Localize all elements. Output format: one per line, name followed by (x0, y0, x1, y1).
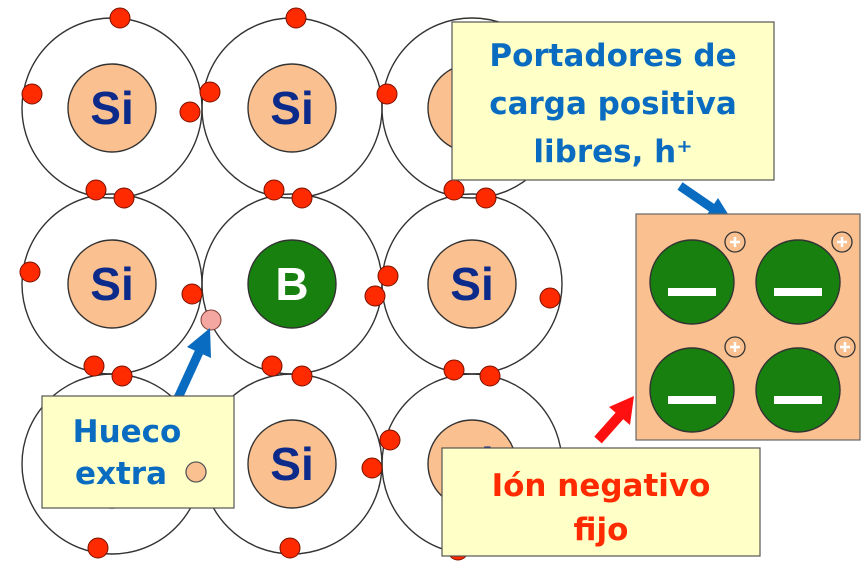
extra-hole-line-1: Hueco (73, 414, 182, 450)
electron (261, 355, 283, 377)
electron (109, 7, 131, 29)
electron (475, 187, 497, 209)
electron (285, 7, 307, 29)
electron (377, 265, 399, 287)
electron (291, 365, 313, 387)
atom-symbol: B (275, 258, 308, 310)
minus-sign-icon (774, 396, 822, 404)
fixed-ion-arrow (594, 396, 634, 444)
atom-symbol: Si (270, 438, 313, 490)
negative-ion-panel (635, 213, 861, 441)
extra-hole-line-2: extra (75, 456, 167, 492)
minus-sign-icon (668, 396, 716, 404)
electron (379, 429, 401, 451)
negative-ion (649, 347, 735, 433)
extra-hole-callout: Hueco extra (41, 395, 235, 509)
silicon-core (67, 63, 157, 153)
electron (113, 187, 135, 209)
electron (19, 261, 41, 283)
extra-hole (200, 309, 222, 331)
negative-ion (755, 239, 841, 325)
electron (291, 187, 313, 209)
negative-ion (755, 347, 841, 433)
electron (539, 287, 561, 309)
electron (263, 179, 285, 201)
electron (479, 365, 501, 387)
negative-ion (649, 239, 735, 325)
silicon-core (67, 239, 157, 329)
electron (361, 457, 383, 479)
atom-symbol: Si (450, 258, 493, 310)
free-holes-line-1: Portadores de (489, 38, 736, 74)
boron-core (247, 239, 337, 329)
free-holes-callout-box (451, 21, 775, 181)
silicon-core (247, 419, 337, 509)
fixed-ion-line-1: Ión negativo (492, 468, 711, 504)
minus-sign-icon (668, 288, 716, 296)
fixed-ion-line-2: fijo (574, 512, 629, 548)
extra-hole-icon (185, 461, 207, 483)
silicon-core (247, 63, 337, 153)
extra-hole-arrow (173, 328, 211, 400)
atom-symbol: Si (90, 82, 133, 134)
electron (443, 179, 465, 201)
minus-sign-icon (774, 288, 822, 296)
free-holes-line-2: carga positiva (489, 86, 737, 122)
electron (443, 359, 465, 381)
electron (83, 355, 105, 377)
free-holes-line-3: libres, h⁺ (533, 134, 692, 170)
electron (199, 81, 221, 103)
atom-symbol: Si (90, 258, 133, 310)
electron (364, 285, 386, 307)
fixed-ion-callout-box (441, 447, 761, 557)
atom-symbol: Si (270, 82, 313, 134)
silicon-core (427, 239, 517, 329)
extra-hole-callout-box (41, 395, 235, 509)
electron (376, 83, 398, 105)
electron (111, 365, 133, 387)
electron (85, 179, 107, 201)
electron (279, 537, 301, 559)
electron (87, 537, 109, 559)
electron (21, 83, 43, 105)
electron (181, 283, 203, 305)
free-holes-callout: Portadores de carga positiva libres, h⁺ (451, 21, 775, 181)
electron (179, 101, 201, 123)
fixed-ion-callout: Ión negativo fijo (441, 447, 761, 557)
